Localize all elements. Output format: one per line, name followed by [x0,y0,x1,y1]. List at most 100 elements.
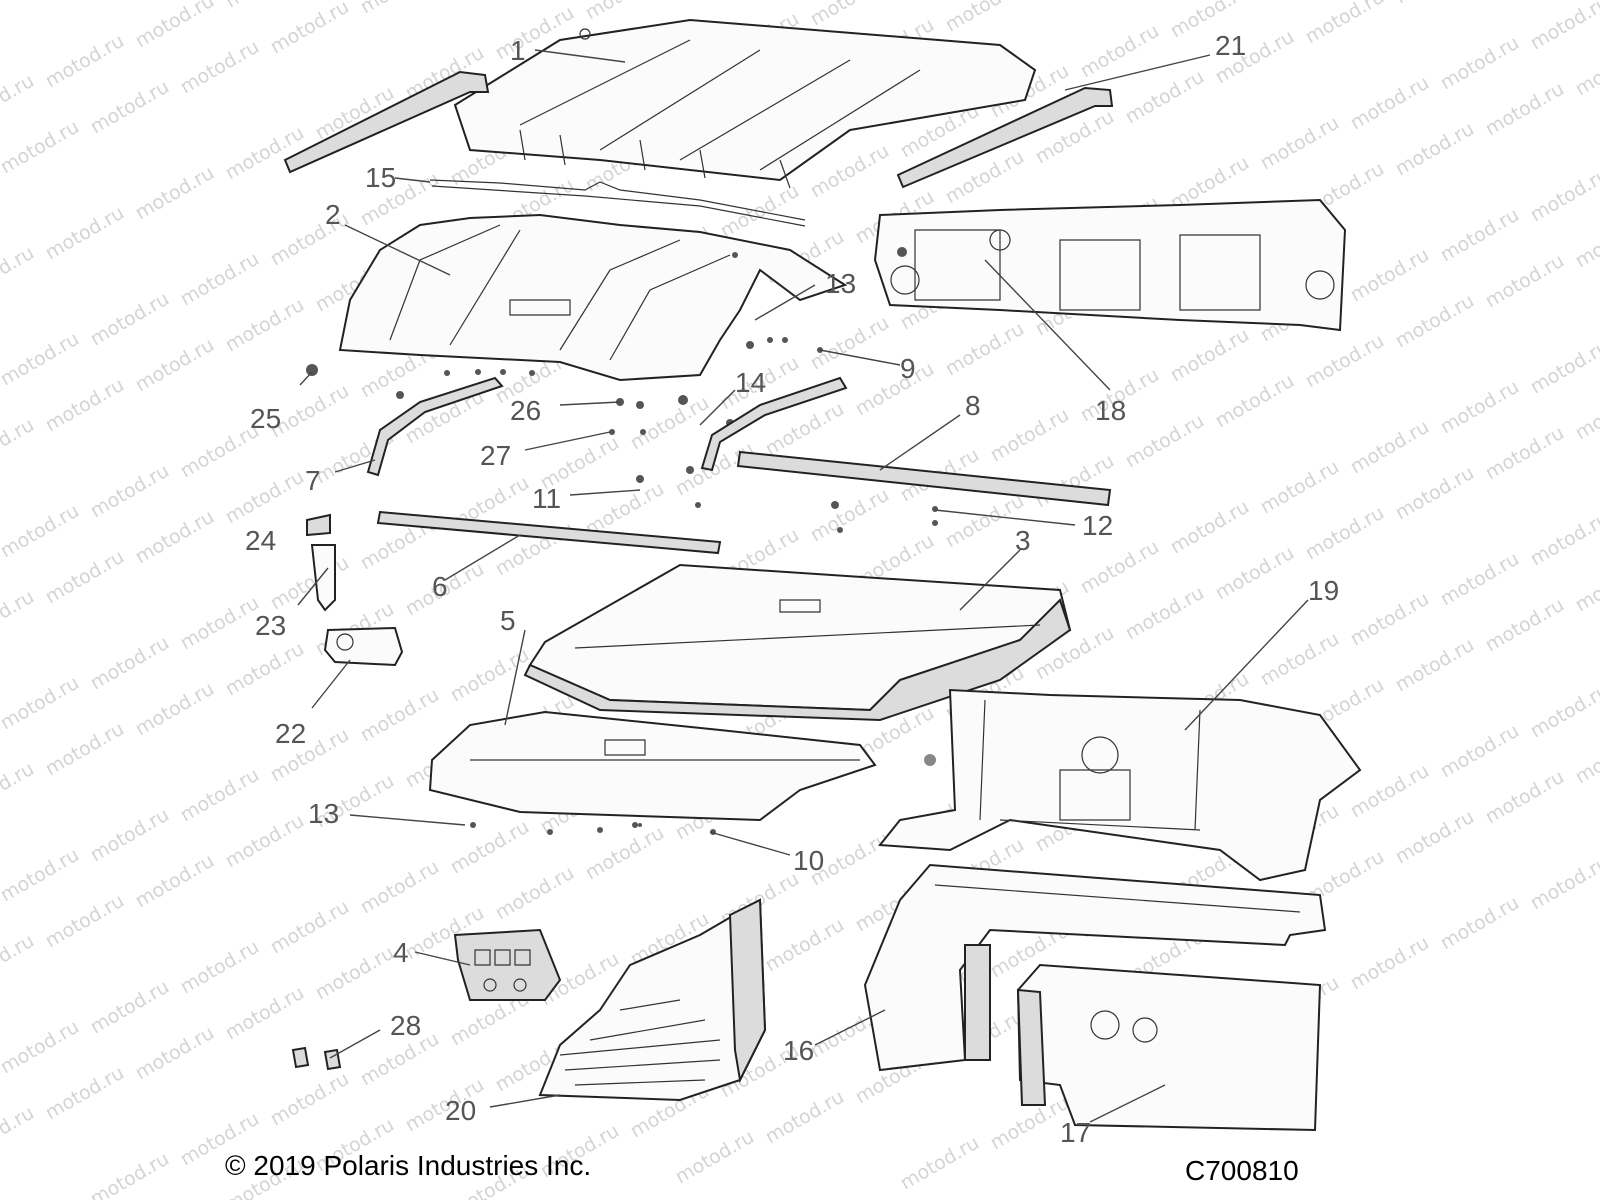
watermark-text: motod.ru [1437,376,1523,439]
watermark-text: motod.ru [87,976,173,1039]
watermark-text: motod.ru [1347,416,1433,479]
part-roof-seal-left [283,70,490,174]
watermark-text: motod.ru [87,288,173,351]
watermark-text: motod.ru [1482,250,1568,313]
watermark-text: motod.ru [0,672,83,735]
watermark-text: motod.ru [87,1148,173,1200]
watermark-text: motod.ru [1392,462,1478,525]
watermark-text: motod.ru [0,930,38,993]
part-rear-bar [736,450,1112,507]
watermark-text: motod.ru [852,358,938,421]
callout-4: 4 [393,937,409,968]
watermark-text: motod.ru [222,294,308,357]
part-roof-bow-right [700,376,848,472]
part-front-bar [376,510,722,555]
watermark-text: motod.ru [1077,536,1163,599]
callout-22: 22 [275,718,306,749]
callout-11: 11 [532,483,561,514]
watermark-text: motod.ru [1392,806,1478,869]
watermark-text: motod.ru [177,36,263,99]
part-floor-tray [538,898,767,1102]
watermark-text: motod.ru [222,466,308,529]
watermark-text: motod.ru [582,0,668,24]
callout-6: 6 [432,571,448,602]
part-floor-pan [878,688,1362,882]
callout-27: 27 [480,440,511,471]
callout-1: 1 [510,35,526,66]
watermark-text: motod.ru [132,850,218,913]
watermark-text: motod.ru [267,552,353,615]
callout-16: 16 [783,1035,814,1066]
watermark-text: motod.ru [1257,628,1343,691]
watermark-text: motod.ru [222,638,308,701]
watermark-text: motod.ru [1572,382,1600,445]
watermark-text: motod.ru [132,1022,218,1085]
watermark-text: motod.ru [0,414,38,477]
watermark-text: motod.ru [1257,0,1343,2]
watermark-text: motod.ru [42,718,128,781]
watermark-text: motod.ru [807,312,893,375]
callout-9: 9 [900,353,916,384]
watermark-text: motod.ru [1347,932,1433,995]
watermark-text: motod.ru [1527,164,1600,227]
watermark-text: motod.ru [0,500,83,563]
watermark-text: motod.ru [1122,66,1208,129]
watermark-text: motod.ru [0,242,38,305]
watermark-text: motod.ru [0,70,38,133]
watermark-text: motod.ru [1167,496,1253,559]
part-mirror-mount [310,544,336,612]
callout-5: 5 [500,605,516,636]
callout-10: 10 [793,845,824,876]
watermark-text: motod.ru [1257,112,1343,175]
watermark-text: motod.ru [1572,726,1600,789]
callout-28: 28 [390,1010,421,1041]
watermark-text: motod.ru [177,764,263,827]
watermark-text: motod.ru [357,684,443,747]
watermark-text: motod.ru [1527,852,1600,915]
watermark-text: motod.ru [1527,508,1600,571]
callout-14: 14 [735,367,766,398]
callout-12: 12 [1082,510,1113,541]
watermark-text: motod.ru [807,0,893,30]
watermark-text: motod.ru [42,890,128,953]
watermark-text: motod.ru [762,914,848,977]
watermark-text: motod.ru [222,0,308,12]
watermark-text: motod.ru [1122,582,1208,645]
watermark-text: motod.ru [1257,456,1343,519]
callout-15: 15 [365,162,396,193]
callout-25: 25 [250,403,281,434]
callout-21: 21 [1215,30,1246,61]
part-rear-view-mirror [323,626,404,667]
watermark-text: motod.ru [1437,720,1523,783]
watermark-text: motod.ru [1302,0,1388,48]
watermark-text: motod.ru [0,328,83,391]
watermark-text: motod.ru [942,318,1028,381]
part-roof-top [453,18,1037,189]
watermark-text: motod.ru [1347,72,1433,135]
watermark-text: motod.ru [1437,548,1523,611]
watermark-text: motod.ru [1572,554,1600,617]
watermark-text: motod.ru [1302,330,1388,393]
watermark-text: motod.ru [132,678,218,741]
watermark-text: motod.ru [582,822,668,885]
watermark-text: motod.ru [672,1126,758,1189]
watermark-text: motod.ru [0,1102,38,1165]
watermark-text: motod.ru [0,1016,83,1079]
copyright-notice: © 2019 Polaris Industries Inc. [225,1150,592,1181]
watermark-text: motod.ru [1167,324,1253,387]
watermark-text: motod.ru [1392,0,1478,8]
watermark-text: motod.ru [1347,244,1433,307]
watermark-text: motod.ru [0,116,83,179]
part-headliner-panel [523,563,1072,722]
callout-3: 3 [1015,525,1031,556]
watermark-text: motod.ru [177,936,263,999]
watermark-text: motod.ru [132,506,218,569]
watermark-text: motod.ru [1482,594,1568,657]
part-headliner-panel-lower [428,710,877,822]
watermark-text: motod.ru [42,546,128,609]
watermark-text: motod.ru [1302,502,1388,565]
watermark-text: motod.ru [1482,766,1568,829]
watermark-text: motod.ru [1527,680,1600,743]
callout-23: 23 [255,610,286,641]
